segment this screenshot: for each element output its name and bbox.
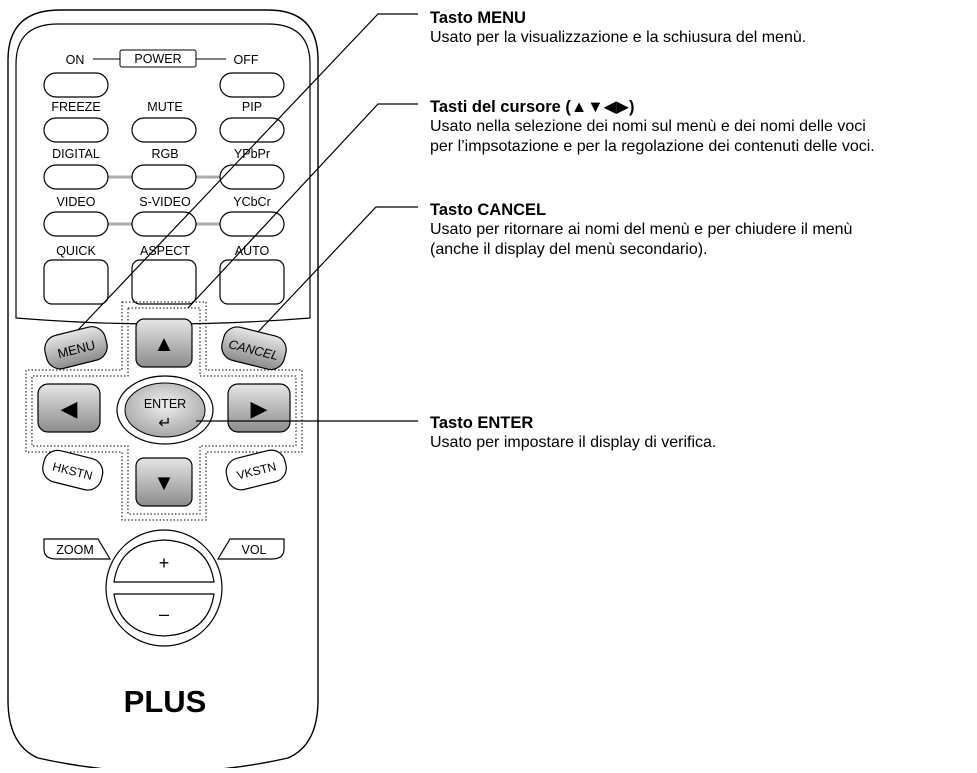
svideo-button[interactable] bbox=[131, 211, 197, 237]
callout-cursor: Tasti del cursore (▲▼◀▶) Usato nella sel… bbox=[430, 97, 875, 157]
up-arrow-icon: ▲ bbox=[153, 331, 175, 356]
ycbcr-button[interactable] bbox=[219, 211, 285, 237]
mute-label: MUTE bbox=[147, 100, 182, 114]
menu-leader-line bbox=[77, 13, 418, 331]
callout-cancel-line: (anche il display del menù secondario). bbox=[430, 241, 708, 258]
digital-label: DIGITAL bbox=[52, 147, 100, 161]
callout-menu: Tasto MENU Usato per la visualizzazione … bbox=[430, 8, 806, 48]
zoom-label: ZOOM bbox=[56, 543, 94, 557]
on-button[interactable] bbox=[43, 72, 109, 98]
plus-button[interactable]: + bbox=[113, 539, 215, 583]
callout-cancel-title: Tasto CANCEL bbox=[430, 201, 547, 219]
hkstn-button[interactable]: HKSTN bbox=[40, 447, 106, 493]
minus-label: – bbox=[159, 604, 169, 624]
auto-label: AUTO bbox=[235, 244, 270, 258]
vkstn-button[interactable]: VKSTN bbox=[223, 447, 289, 493]
power-label: POWER bbox=[134, 52, 181, 66]
ycbcr-label: YCbCr bbox=[233, 195, 271, 209]
up-button[interactable]: ▲ bbox=[135, 318, 193, 368]
on-label: ON bbox=[66, 53, 85, 67]
down-button[interactable]: ▼ bbox=[135, 457, 193, 507]
callout-cancel: Tasto CANCEL Usato per ritornare ai nomi… bbox=[430, 200, 852, 260]
aspect-label: ASPECT bbox=[140, 244, 190, 258]
minus-button[interactable]: – bbox=[113, 593, 215, 637]
left-arrow-icon: ◀ bbox=[61, 396, 78, 421]
callout-menu-title: Tasto MENU bbox=[430, 9, 526, 27]
freeze-button[interactable] bbox=[43, 117, 109, 143]
callout-cursor-line: Usato nella selezione dei nomi sul menù … bbox=[430, 118, 866, 135]
enter-label: ENTER bbox=[144, 397, 186, 411]
down-arrow-icon: ▼ bbox=[153, 470, 175, 495]
left-button[interactable]: ◀ bbox=[37, 383, 101, 433]
enter-button[interactable]: ENTER ↵ bbox=[116, 375, 214, 445]
callout-enter-title: Tasto ENTER bbox=[430, 414, 534, 432]
right-arrow-icon: ▶ bbox=[251, 396, 268, 421]
ypbpr-button[interactable] bbox=[219, 164, 285, 190]
auto-button[interactable] bbox=[219, 259, 285, 305]
cursor-leader-line bbox=[187, 103, 418, 309]
svideo-label: S-VIDEO bbox=[139, 195, 191, 209]
callout-cursor-title: Tasti del cursore (▲▼◀▶) bbox=[430, 98, 635, 116]
vol-label: VOL bbox=[241, 543, 266, 557]
quick-label: QUICK bbox=[56, 244, 96, 258]
pip-label: PIP bbox=[242, 100, 262, 114]
aspect-button[interactable] bbox=[131, 259, 197, 305]
rgb-button[interactable] bbox=[131, 164, 197, 190]
callout-menu-line: Usato per la visualizzazione e la schius… bbox=[430, 29, 807, 46]
enter-return-icon: ↵ bbox=[158, 415, 171, 432]
zoom-button[interactable]: ZOOM bbox=[43, 538, 112, 560]
plus-label: + bbox=[159, 553, 170, 573]
cancel-button[interactable]: CANCEL bbox=[219, 324, 289, 372]
freeze-label: FREEZE bbox=[51, 100, 100, 114]
callout-cancel-line: Usato per ritornare ai nomi del menù e p… bbox=[430, 221, 853, 238]
video-label: VIDEO bbox=[57, 195, 96, 209]
quick-button[interactable] bbox=[43, 259, 109, 305]
cursor-group-outline-inner bbox=[25, 301, 303, 521]
menu-button[interactable]: MENU bbox=[42, 324, 110, 372]
callout-enter-line: Usato per impostare il display di verifi… bbox=[430, 434, 717, 451]
digital-button[interactable] bbox=[43, 164, 109, 190]
vol-button[interactable]: VOL bbox=[216, 538, 285, 560]
brand-logo: PLUS bbox=[124, 684, 207, 719]
mute-button[interactable] bbox=[131, 117, 197, 143]
pip-button[interactable] bbox=[219, 117, 285, 143]
callout-enter: Tasto ENTER Usato per impostare il displ… bbox=[430, 413, 716, 453]
off-label: OFF bbox=[234, 53, 259, 67]
ypbpr-label: YPbPr bbox=[234, 147, 270, 161]
off-button[interactable] bbox=[219, 72, 285, 98]
callout-cursor-line: per l’impsotazione e per la regolazione … bbox=[430, 138, 875, 155]
cancel-leader-line bbox=[257, 206, 418, 333]
cursor-group-outline bbox=[31, 307, 297, 515]
video-button[interactable] bbox=[43, 211, 109, 237]
right-button[interactable]: ▶ bbox=[227, 383, 291, 433]
rgb-label: RGB bbox=[151, 147, 178, 161]
